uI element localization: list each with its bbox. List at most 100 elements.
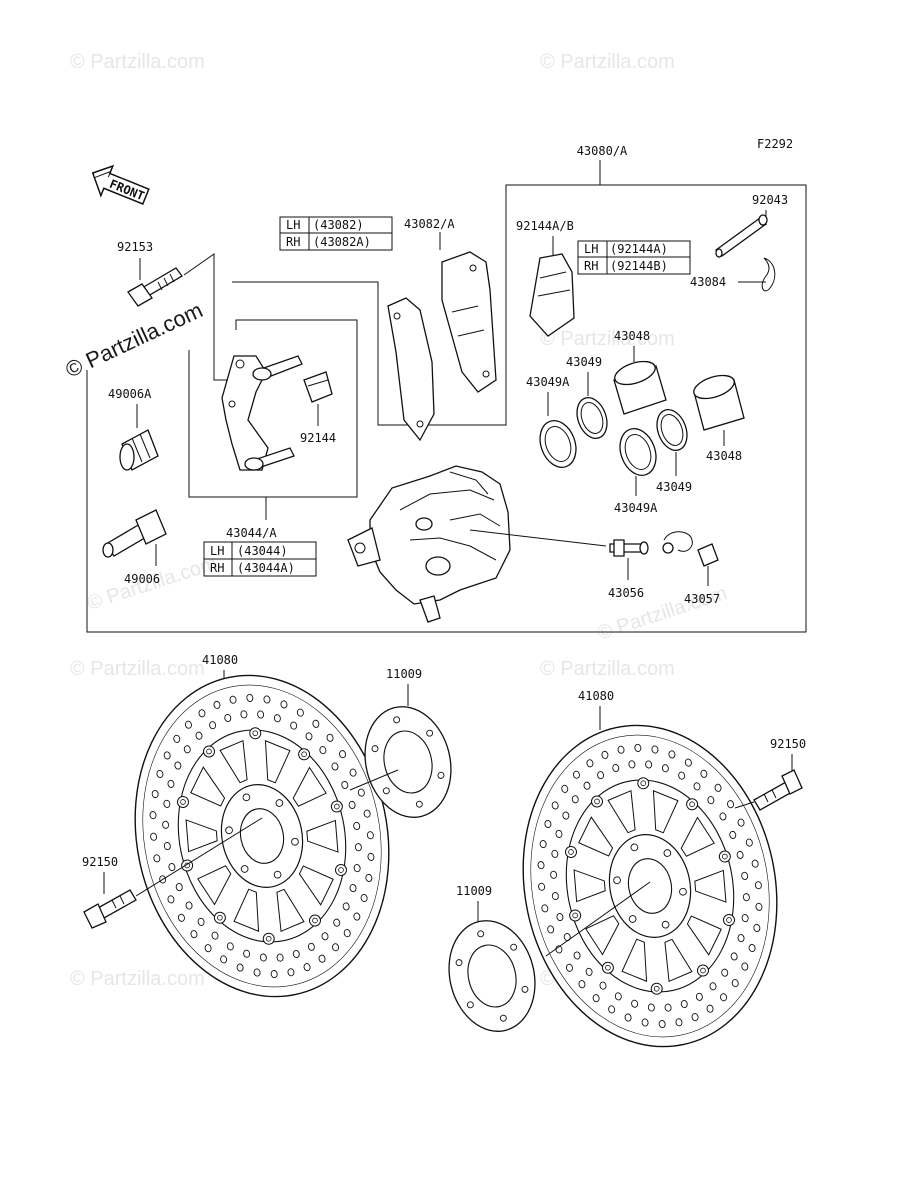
disc-vent-hole <box>236 963 244 972</box>
disc-vent-hole <box>700 769 708 778</box>
piston-top <box>613 360 667 415</box>
dust-seal-bottom <box>619 428 657 476</box>
disc-vent-hole <box>675 1018 683 1027</box>
disc-mount-hole <box>225 826 233 835</box>
spacer-bolt-hole <box>437 771 445 779</box>
partzilla-watermark: © Partzilla.com <box>62 297 207 382</box>
disc-vent-hole <box>556 913 564 922</box>
disc-vent-hole <box>707 796 715 805</box>
disc-inner-rim <box>142 684 382 988</box>
disc-vent-hole <box>599 981 607 990</box>
watermark: © Partzilla.com <box>540 51 675 73</box>
disc-float-button-center <box>726 917 732 923</box>
part-label-92153: 92153 <box>117 240 153 254</box>
disc-vent-hole <box>341 780 349 789</box>
disc-vent-hole <box>634 743 642 752</box>
part-label-92150-left: 92150 <box>82 855 118 869</box>
part-label-43056: 43056 <box>608 586 644 600</box>
disc-carrier-window <box>292 766 327 807</box>
disc-float-button-center <box>301 751 307 758</box>
disc-vent-hole <box>332 943 340 952</box>
disc-vent-hole <box>741 914 749 923</box>
pads-table: LH (43082) RH (43082A) <box>279 216 393 251</box>
disc-float-button-center <box>640 780 647 787</box>
disc-vent-hole <box>565 963 573 972</box>
disc-vent-hole <box>731 979 739 988</box>
disc-vent-hole <box>151 790 159 799</box>
disc-mount-hole <box>273 870 282 879</box>
disc-vent-hole <box>714 783 722 792</box>
disc-vent-hole <box>684 758 692 767</box>
disc-vent-hole <box>661 764 669 773</box>
disc-vent-hole <box>742 893 750 902</box>
disc-vent-hole <box>257 710 265 719</box>
disc-vent-hole <box>693 782 701 791</box>
disc-carrier-window <box>185 819 218 853</box>
disc-carrier-window <box>607 789 636 834</box>
rubber-boot <box>119 429 159 471</box>
shim-lh-value: (92144A) <box>610 242 668 256</box>
disc-vent-hole <box>312 719 320 728</box>
disc-vent-hole <box>333 918 341 927</box>
disc-carrier-window <box>680 816 715 857</box>
spacer-bolt-hole <box>466 1001 474 1009</box>
bleeder-valve <box>609 539 649 557</box>
disc-vent-hole <box>614 992 622 1001</box>
disc-vent-hole <box>641 1018 649 1027</box>
disc-vent-hole <box>263 695 271 704</box>
disc-vent-hole <box>198 709 206 718</box>
disc-vent-hole <box>753 923 761 932</box>
disc-vent-hole <box>184 720 192 729</box>
caliper-assembly-box <box>86 160 807 633</box>
disc-vent-hole <box>197 917 205 926</box>
disc-vent-hole <box>153 854 161 863</box>
part-label-43049a-top: 43049A <box>526 375 570 389</box>
disc-vent-hole <box>175 883 183 892</box>
piston-seal-top <box>576 397 608 439</box>
part-label-43080: 43080/A <box>577 144 628 158</box>
disc-float-button-center <box>206 748 212 755</box>
disc-vent-hole <box>551 849 559 858</box>
disc-friction-edge <box>565 779 735 993</box>
disc-float-button-center <box>605 964 611 971</box>
disc-float-button-center <box>338 867 344 873</box>
figure-code: F2292 <box>757 137 793 151</box>
disc-vent-hole <box>305 732 313 741</box>
disc-carrier-window <box>686 915 722 956</box>
disc-vent-hole <box>321 932 329 941</box>
part-label-43082: 43082/A <box>404 217 455 231</box>
spacer-bolt-hole <box>521 985 529 993</box>
disc-inner-rim <box>530 734 770 1038</box>
part-label-43049a-bottom: 43049A <box>614 501 658 515</box>
disc-vent-hole <box>678 771 686 780</box>
disc-bolt-right <box>753 769 803 811</box>
spacer-bolt-hole <box>382 787 390 795</box>
disc-carrier-window <box>190 766 226 807</box>
disc-vent-hole <box>741 871 749 880</box>
disc-vent-hole <box>608 1005 616 1014</box>
disc-vent-hole <box>348 800 356 809</box>
disc-carrier-window <box>578 816 614 857</box>
pads-rh: RH <box>286 235 300 249</box>
disc-vent-hole <box>307 942 315 951</box>
piston-seal-bottom <box>656 409 688 451</box>
shim-lh: LH <box>584 242 598 256</box>
disc-vent-hole <box>695 992 703 1001</box>
disc-vent-hole <box>253 968 261 977</box>
disc-vent-hole <box>561 784 569 793</box>
disc-vent-hole <box>185 901 193 910</box>
disc-vent-hole <box>367 852 375 861</box>
pads-rh-value: (43082A) <box>313 235 371 249</box>
disc-mount-hole <box>291 837 299 846</box>
disc-carrier-window <box>306 819 339 853</box>
part-label-11009-bottom: 11009 <box>456 884 492 898</box>
disc-vent-hole <box>729 830 737 839</box>
disc-vent-hole <box>168 863 176 872</box>
disc-friction-edge <box>177 729 347 943</box>
disc-vent-hole <box>658 1020 666 1029</box>
spacer-bolt-hole <box>477 930 485 938</box>
disc-vent-hole <box>150 832 158 841</box>
part-label-49006a: 49006A <box>108 387 152 401</box>
bracket-lh-value: (43044) <box>237 544 288 558</box>
shim-rh: RH <box>584 259 598 273</box>
